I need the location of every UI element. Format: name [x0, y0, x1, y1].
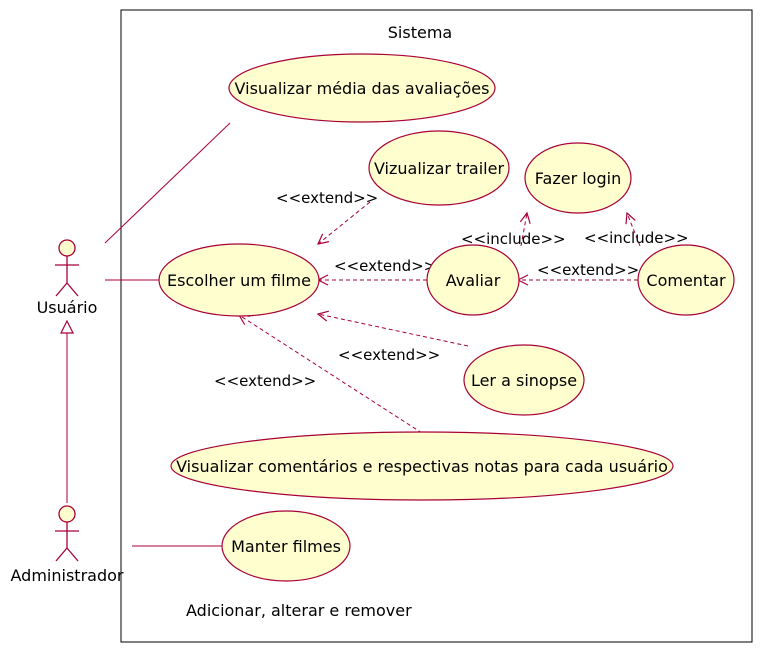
usecase-vizualizar-trailer: Vizualizar trailer	[368, 130, 510, 206]
usecase-escolher-filme-label: Escolher um filme	[167, 271, 311, 290]
usecase-vizualizar-trailer-label: Vizualizar trailer	[374, 159, 505, 178]
usecase-visualizar-comentarios: Visualizar comentários e respectivas not…	[170, 431, 674, 501]
label-extend-trailer: <<extend>>	[276, 189, 378, 207]
system-boundary	[120, 9, 753, 643]
assoc-user-media	[104, 122, 231, 244]
usecase-avaliar-label: Avaliar	[446, 271, 501, 290]
usecase-fazer-login-label: Fazer login	[535, 169, 621, 188]
usecase-comentar-label: Comentar	[646, 271, 726, 290]
extend-trailer-line	[318, 201, 371, 244]
include-comentar-line	[627, 213, 641, 247]
usecase-visualizar-media: Visualizar média das avaliações	[228, 53, 496, 123]
label-include-comentar: <<include>>	[584, 229, 689, 247]
system-title: Sistema	[388, 23, 452, 42]
usecase-avaliar: Avaliar	[426, 244, 520, 316]
label-extend-avaliar: <<extend>>	[334, 257, 436, 275]
usecase-comentar: Comentar	[637, 244, 735, 316]
actor-administrador-label: Administrador	[11, 566, 124, 585]
actor-administrador-icon	[55, 505, 79, 562]
usecase-ler-sinopse: Ler a sinopse	[463, 344, 585, 416]
usecase-visualizar-comentarios-label: Visualizar comentários e respectivas not…	[176, 457, 668, 476]
label-extend-sinopse: <<extend>>	[338, 346, 440, 364]
label-include-avaliar: <<include>>	[461, 230, 566, 248]
extend-comentarios-line	[239, 315, 423, 434]
actor-usuario-label: Usuário	[37, 298, 98, 317]
include-avaliar-line	[521, 213, 527, 247]
usecase-ler-sinopse-label: Ler a sinopse	[471, 371, 577, 390]
label-extend-comentar: <<extend>>	[537, 261, 639, 279]
usecase-escolher-filme: Escolher um filme	[158, 243, 320, 317]
usecase-manter-filmes-label: Manter filmes	[231, 537, 341, 556]
actor-usuario-icon	[55, 239, 79, 297]
usecase-manter-filmes: Manter filmes	[221, 510, 351, 582]
label-extend-comentarios: <<extend>>	[214, 372, 316, 390]
note-manter-description: Adicionar, alterar e remover	[186, 601, 412, 620]
usecase-visualizar-media-label: Visualizar média das avaliações	[235, 79, 490, 98]
extend-sinopse-line	[318, 314, 469, 347]
usecase-fazer-login: Fazer login	[524, 142, 632, 214]
